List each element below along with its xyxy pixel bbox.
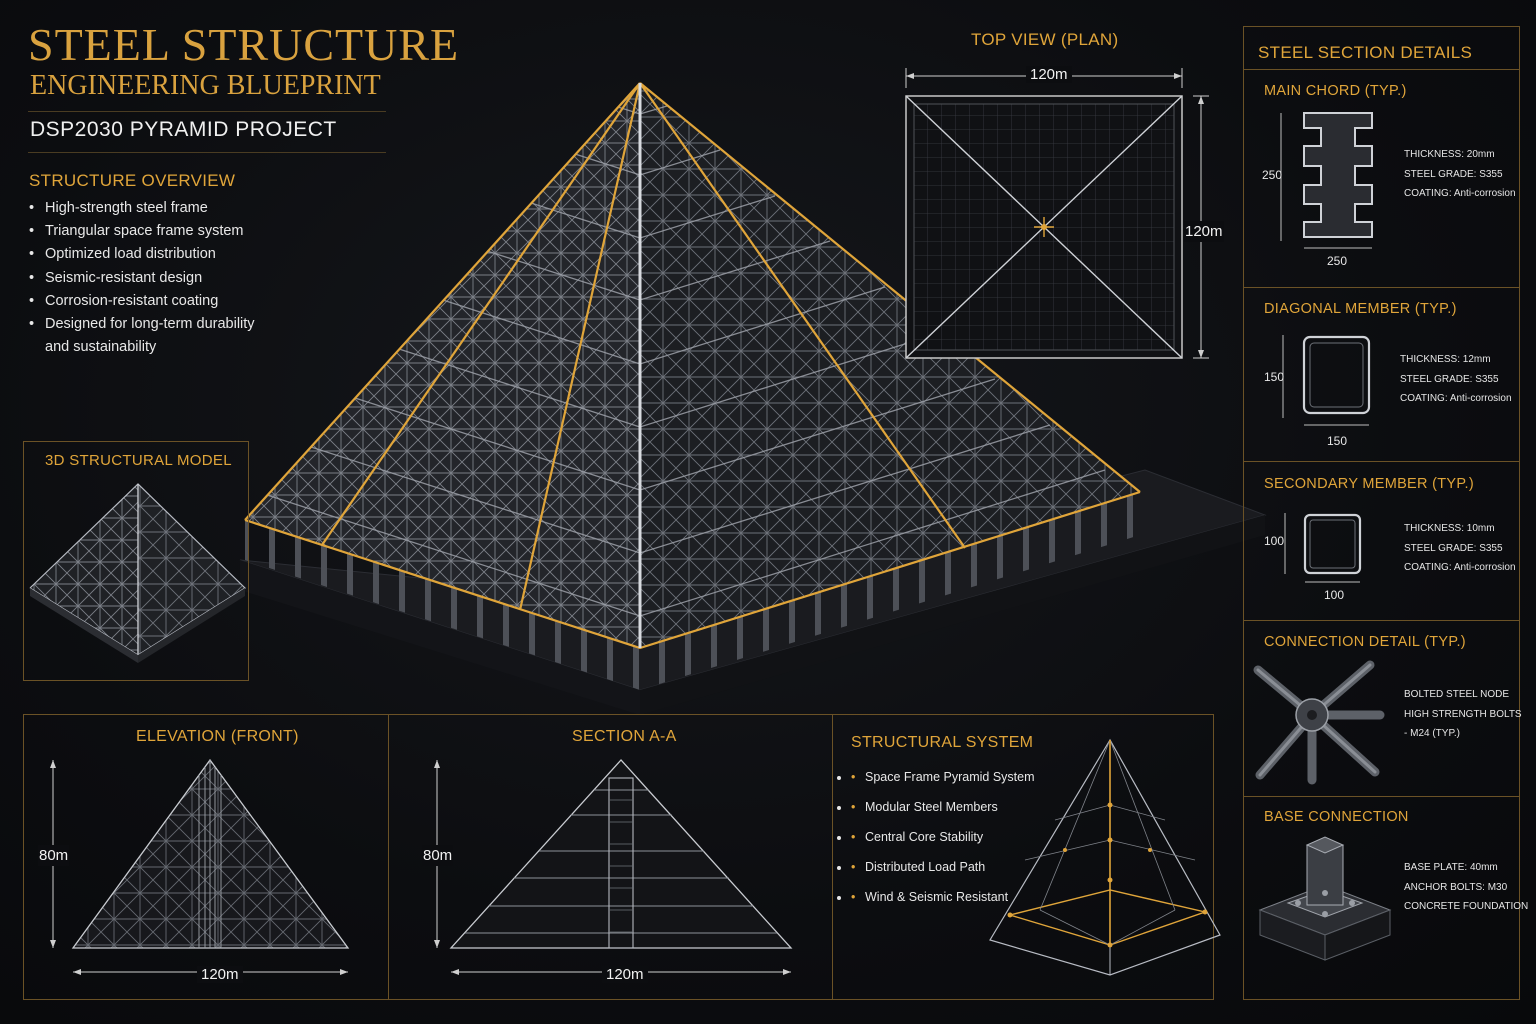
project-name: DSP2030 PYRAMID PROJECT	[30, 118, 337, 141]
model-3d-panel	[23, 441, 249, 681]
details-sep-1	[1243, 287, 1520, 288]
spec-line: COATING: Anti-corrosion	[1404, 188, 1516, 199]
list-item: Corrosion-resistant coating	[29, 290, 274, 313]
secondary-section	[1284, 513, 1362, 583]
spec-line: ANCHOR BOLTS: M30	[1404, 881, 1508, 893]
details-sep-3	[1243, 620, 1520, 621]
spec-line: STEEL GRADE: S355	[1404, 542, 1503, 554]
list-item: Triangular space frame system	[29, 220, 274, 243]
page-title: STEEL STRUCTURE	[28, 19, 460, 70]
diagonal-height-dim: 150	[1264, 370, 1285, 384]
details-heading: STEEL SECTION DETAILS	[1258, 43, 1473, 62]
main-chord-height-dim: 250	[1262, 168, 1283, 182]
diagonal-heading: DIAGONAL MEMBER (TYP.)	[1264, 301, 1457, 317]
page-subtitle: ENGINEERING BLUEPRINT	[30, 70, 381, 101]
overview-list: High-strength steel frame Triangular spa…	[29, 197, 274, 359]
base-plate-illustration	[1258, 836, 1392, 961]
top-view-heading: TOP VIEW (PLAN)	[971, 30, 1119, 49]
connection-node-illustration	[1253, 660, 1385, 785]
spec-line: CONCRETE FOUNDATION	[1404, 901, 1529, 912]
top-view-width-dim: 120m	[1026, 66, 1072, 83]
list-item: Optimized load distribution	[29, 243, 274, 266]
spec-line: HIGH STRENGTH BOLTS	[1404, 708, 1522, 720]
section-drawing	[434, 759, 793, 975]
base-heading: BASE CONNECTION	[1264, 809, 1409, 825]
main-chord-width-dim: 250	[1327, 254, 1348, 268]
spec-line: BOLTED STEEL NODE	[1404, 689, 1510, 700]
main-chord-section	[1280, 112, 1373, 249]
model-3d-heading: 3D STRUCTURAL MODEL	[45, 452, 232, 469]
list-item: Designed for long-term durability and su…	[29, 313, 274, 359]
system-list: Space Frame Pyramid System Modular Steel…	[851, 762, 1041, 912]
spec-line: COATING: Anti-corrosion	[1404, 562, 1516, 573]
system-heading: STRUCTURAL SYSTEM	[851, 734, 1034, 751]
details-sep-0	[1243, 69, 1520, 70]
secondary-specs: THICKNESS: 10mm STEEL GRADE: S355 COATIN…	[1404, 519, 1516, 578]
spec-line: STEEL GRADE: S355	[1400, 373, 1499, 385]
section-heading: SECTION A-A	[572, 728, 677, 745]
diagonal-width-dim: 150	[1327, 434, 1348, 448]
top-view-height-dim: 120m	[1184, 221, 1224, 242]
bottom-divider-1	[388, 714, 389, 1000]
elevation-drawing	[50, 758, 350, 975]
connection-heading: CONNECTION DETAIL (TYP.)	[1264, 634, 1466, 650]
bottom-divider-2	[832, 714, 833, 1000]
secondary-heading: SECONDARY MEMBER (TYP.)	[1264, 476, 1474, 492]
bottom-panels-frame	[23, 714, 1214, 1000]
details-sep-4	[1243, 796, 1520, 797]
secondary-height-dim: 100	[1264, 534, 1285, 548]
elevation-heading: ELEVATION (FRONT)	[136, 728, 299, 745]
list-item: Central Core Stability	[851, 822, 1041, 852]
spec-line: BASE PLATE: 40mm	[1404, 862, 1498, 873]
secondary-width-dim: 100	[1324, 588, 1345, 602]
list-item: High-strength steel frame	[29, 197, 274, 220]
elevation-width-dim: 120m	[197, 966, 243, 983]
main-chord-heading: MAIN CHORD (TYP.)	[1264, 83, 1407, 99]
diagonal-specs: THICKNESS: 12mm STEEL GRADE: S355 COATIN…	[1400, 350, 1512, 409]
list-item: Modular Steel Members	[851, 792, 1041, 822]
spec-line: COATING: Anti-corrosion	[1400, 393, 1512, 404]
section-width-dim: 120m	[602, 966, 648, 983]
main-chord-specs: THICKNESS: 20mm STEEL GRADE: S355 COATIN…	[1404, 145, 1516, 204]
section-height-dim: 80m	[422, 845, 454, 866]
list-item: Space Frame Pyramid System	[851, 762, 1041, 792]
title-divider	[28, 111, 386, 112]
model-3d-pyramid	[29, 483, 246, 663]
spec-line: THICKNESS: 12mm	[1400, 354, 1491, 365]
elevation-height-dim: 80m	[38, 845, 70, 866]
project-divider	[28, 152, 386, 153]
diagonal-section	[1282, 335, 1371, 426]
details-panel	[1243, 26, 1520, 1000]
list-item: Distributed Load Path	[851, 852, 1041, 882]
details-sep-2	[1243, 461, 1520, 462]
spec-line: - M24 (TYP.)	[1404, 728, 1460, 739]
system-wireframe	[989, 738, 1221, 976]
connection-specs: BOLTED STEEL NODE HIGH STRENGTH BOLTS - …	[1404, 685, 1522, 744]
spec-line: THICKNESS: 10mm	[1404, 523, 1495, 534]
spec-line: STEEL GRADE: S355	[1404, 168, 1503, 180]
overview-heading: STRUCTURE OVERVIEW	[29, 171, 236, 190]
list-item: Wind & Seismic Resistant	[851, 882, 1041, 912]
base-specs: BASE PLATE: 40mm ANCHOR BOLTS: M30 CONCR…	[1404, 858, 1528, 917]
list-item: Seismic-resistant design	[29, 267, 274, 290]
spec-line: THICKNESS: 20mm	[1404, 149, 1495, 160]
top-view-drawing	[905, 68, 1209, 359]
